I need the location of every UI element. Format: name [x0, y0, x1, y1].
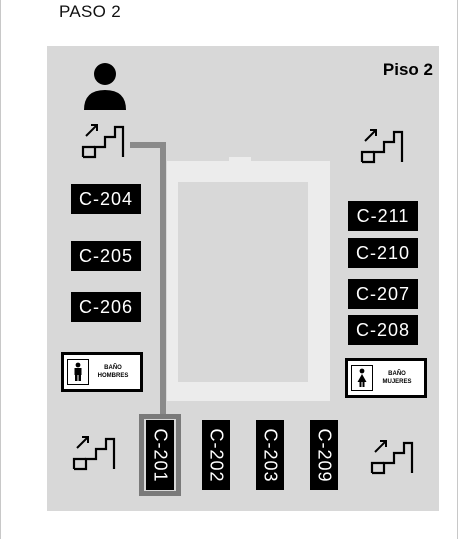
- room-c-202-label: C-202: [206, 427, 227, 483]
- restroom-men-label: BAÑO HOMBRES: [89, 364, 137, 380]
- person-icon: [82, 62, 128, 110]
- restroom-men-line1: BAÑO: [104, 365, 122, 371]
- stairs-up-icon: [369, 430, 415, 476]
- man-icon: [67, 359, 89, 385]
- room-c-201[interactable]: C-201: [146, 420, 174, 490]
- room-c-206[interactable]: C-206: [71, 292, 141, 322]
- stairs-up-icon: [71, 426, 117, 472]
- courtyard-entrance: [229, 157, 251, 163]
- room-c-202[interactable]: C-202: [202, 420, 230, 490]
- restroom-women-line1: BAÑO: [388, 371, 406, 377]
- room-c-205[interactable]: C-205: [71, 241, 141, 271]
- highlighted-room-frame: [139, 414, 181, 496]
- central-courtyard-interior: [178, 182, 308, 382]
- restroom-men-line2: HOMBRES: [97, 373, 129, 379]
- room-c-201-label: C-201: [150, 427, 171, 483]
- route-path-vertical: [160, 142, 166, 418]
- stairs-up-icon: [359, 119, 405, 165]
- restroom-women[interactable]: BAÑO MUJERES: [345, 358, 427, 398]
- room-c-209-label: C-209: [314, 427, 335, 483]
- woman-icon: [351, 365, 373, 391]
- page-frame: [0, 0, 458, 539]
- floor-map: Piso 2 C-204 C-205 C-206 C-211 C-210 C-2…: [47, 46, 439, 511]
- restroom-men[interactable]: BAÑO HOMBRES: [61, 352, 143, 392]
- room-c-211[interactable]: C-211: [348, 201, 418, 231]
- room-c-207[interactable]: C-207: [348, 279, 418, 309]
- room-c-208[interactable]: C-208: [348, 315, 418, 345]
- route-path-horizontal: [130, 142, 166, 148]
- room-c-209[interactable]: C-209: [310, 420, 338, 490]
- room-c-203-label: C-203: [260, 427, 281, 483]
- restroom-women-label: BAÑO MUJERES: [373, 370, 421, 386]
- room-c-203[interactable]: C-203: [256, 420, 284, 490]
- restroom-women-sign: BAÑO MUJERES: [348, 361, 424, 395]
- floor-label: Piso 2: [382, 60, 433, 79]
- stairs-up-icon: [80, 114, 126, 160]
- room-c-204[interactable]: C-204: [71, 184, 141, 214]
- step-title: PASO 2: [59, 2, 121, 21]
- restroom-men-sign: BAÑO HOMBRES: [64, 355, 140, 389]
- room-c-210[interactable]: C-210: [348, 238, 418, 268]
- restroom-women-line2: MUJERES: [382, 379, 412, 385]
